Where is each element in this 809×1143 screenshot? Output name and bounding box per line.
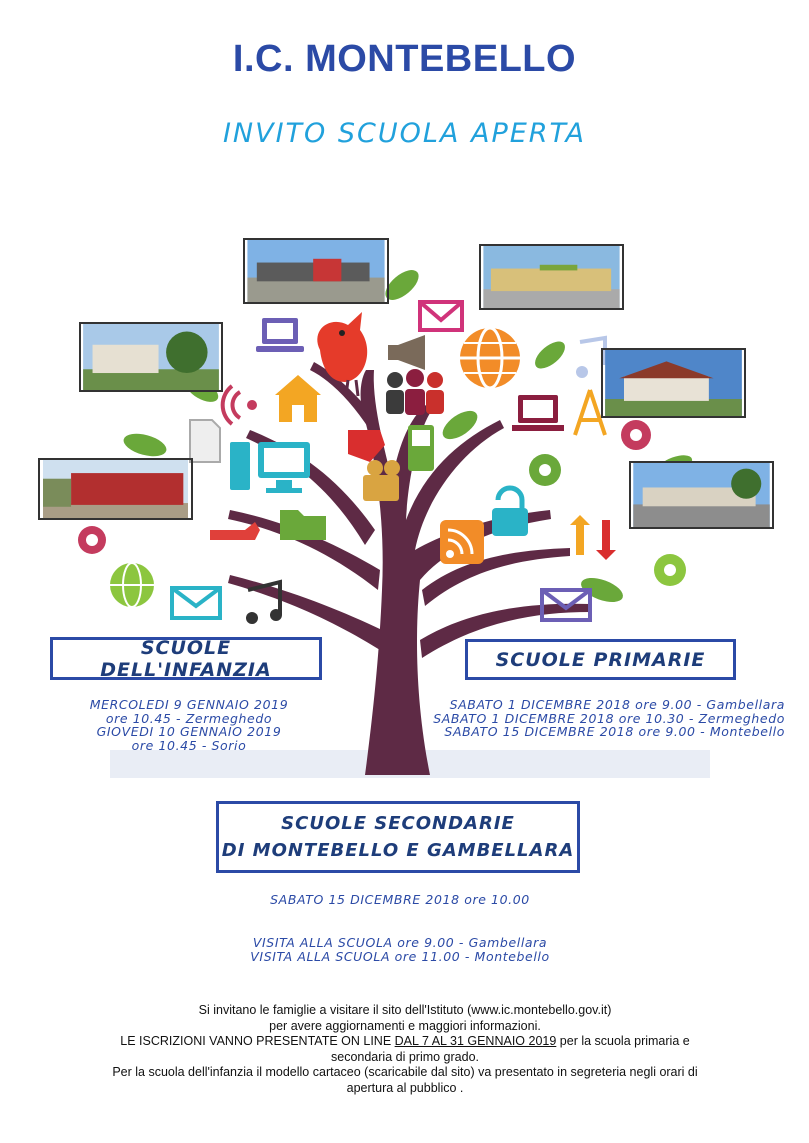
primarie-label: SCUOLE PRIMARIE (495, 648, 706, 671)
projector-icon (363, 460, 400, 501)
infanzia-line-4: ore 10.45 - Sorio (131, 737, 247, 753)
page-subtitle: INVITO SCUOLA APERTA (222, 118, 587, 149)
visit-line-2: VISITA ALLA SCUOLA ore 11.00 - Montebell… (250, 948, 550, 964)
lock-icon (492, 485, 528, 536)
page-title: I.C. MONTEBELLO (232, 38, 577, 80)
school-photo-5 (38, 458, 193, 520)
handshake-icon (348, 430, 385, 462)
tree-trunk (228, 362, 590, 775)
infanzia-schedule: MERCOLEDI 9 GENNAIO 2019 ore 10.45 - Zer… (64, 698, 314, 752)
footer-line-3-post: per la scuola primaria e (556, 1034, 690, 1048)
arrows-icon (570, 515, 616, 560)
visit-line-1: VISITA ALLA SCUOLA ore 9.00 - Gambellara (252, 935, 548, 950)
folder-icon (280, 510, 326, 540)
phone-icon (408, 425, 434, 471)
primarie-schedule: SABATO 1 DICEMBRE 2018 ore 9.00 - Gambel… (420, 698, 785, 739)
bird-icon (317, 312, 368, 397)
globe-small-icon (110, 562, 154, 608)
footer-line-2: per avere aggiornamenti e maggiori infor… (269, 1018, 541, 1033)
footer-line-4: secondaria di primo grado. (331, 1049, 479, 1064)
infanzia-line-2: ore 10.45 - Zermeghedo (105, 710, 273, 726)
footer-line-5: Per la scuola dell'infanzia il modello c… (112, 1065, 698, 1079)
footer-line-3: LE ISCRIZIONI VANNO PRESENTATE ON LINE D… (60, 1034, 750, 1050)
antenna-icon (573, 389, 607, 436)
document-icon (189, 419, 221, 463)
secondarie-box: SCUOLE SECONDARIE DI MONTEBELLO E GAMBEL… (216, 801, 580, 873)
wifi-icon (220, 384, 257, 426)
infanzia-line-3: GIOVEDI 10 GENNAIO 2019 (96, 724, 282, 739)
school-photo-1 (243, 238, 389, 304)
footer-info: Si invitano le famiglie a visitare il si… (60, 1003, 750, 1096)
school-photo-4 (601, 348, 746, 418)
globe-icon (460, 326, 520, 390)
secondarie-visits: VISITA ALLA SCUOLA ore 9.00 - Gambellara… (200, 936, 600, 963)
school-photo-3 (79, 322, 223, 392)
people-icon (386, 369, 444, 415)
mail-small-icon (170, 586, 592, 622)
laptop-icon (256, 318, 304, 352)
infanzia-line-1: MERCOLEDI 9 GENNAIO 2019 (89, 697, 289, 712)
secondarie-date: SABATO 15 DICEMBRE 2018 ore 10.00 (270, 892, 530, 907)
secondarie-label-1: SCUOLE SECONDARIE (281, 813, 515, 834)
school-photo-6 (629, 461, 774, 529)
gear-icon (78, 420, 686, 586)
footer-line-1: Si invitano le famiglie a visitare il si… (198, 1003, 612, 1017)
footer-line-6: apertura al pubblico . (346, 1080, 464, 1095)
primarie-line-1: SABATO 1 DICEMBRE 2018 ore 9.00 - Gambel… (449, 697, 785, 712)
primarie-line-3: SABATO 15 DICEMBRE 2018 ore 9.00 - Monte… (444, 724, 785, 739)
home-icon (275, 375, 321, 422)
laptop-right-icon (512, 395, 564, 431)
infanzia-label: SCUOLE DELL'INFANZIA (100, 636, 272, 681)
music-note-icon (246, 335, 607, 624)
enrollment-dates: DAL 7 AL 31 GENNAIO 2019 (394, 1034, 557, 1048)
rss-icon (440, 520, 484, 564)
wrench-icon (210, 522, 260, 540)
desktop-computer-icon (230, 442, 310, 493)
school-photo-2 (479, 244, 624, 310)
tree-illustration (78, 255, 710, 778)
mail-icon (418, 300, 464, 332)
primarie-box: SCUOLE PRIMARIE (465, 639, 736, 680)
secondarie-label-2: DI MONTEBELLO E GAMBELLARA (221, 840, 575, 861)
infanzia-box: SCUOLE DELL'INFANZIA (50, 636, 322, 681)
footer-line-3-pre: LE ISCRIZIONI VANNO PRESENTATE ON LINE (120, 1034, 395, 1048)
primarie-line-2: SABATO 1 DICEMBRE 2018 ore 10.30 - Zerme… (433, 710, 785, 726)
megaphone-icon (388, 335, 425, 370)
